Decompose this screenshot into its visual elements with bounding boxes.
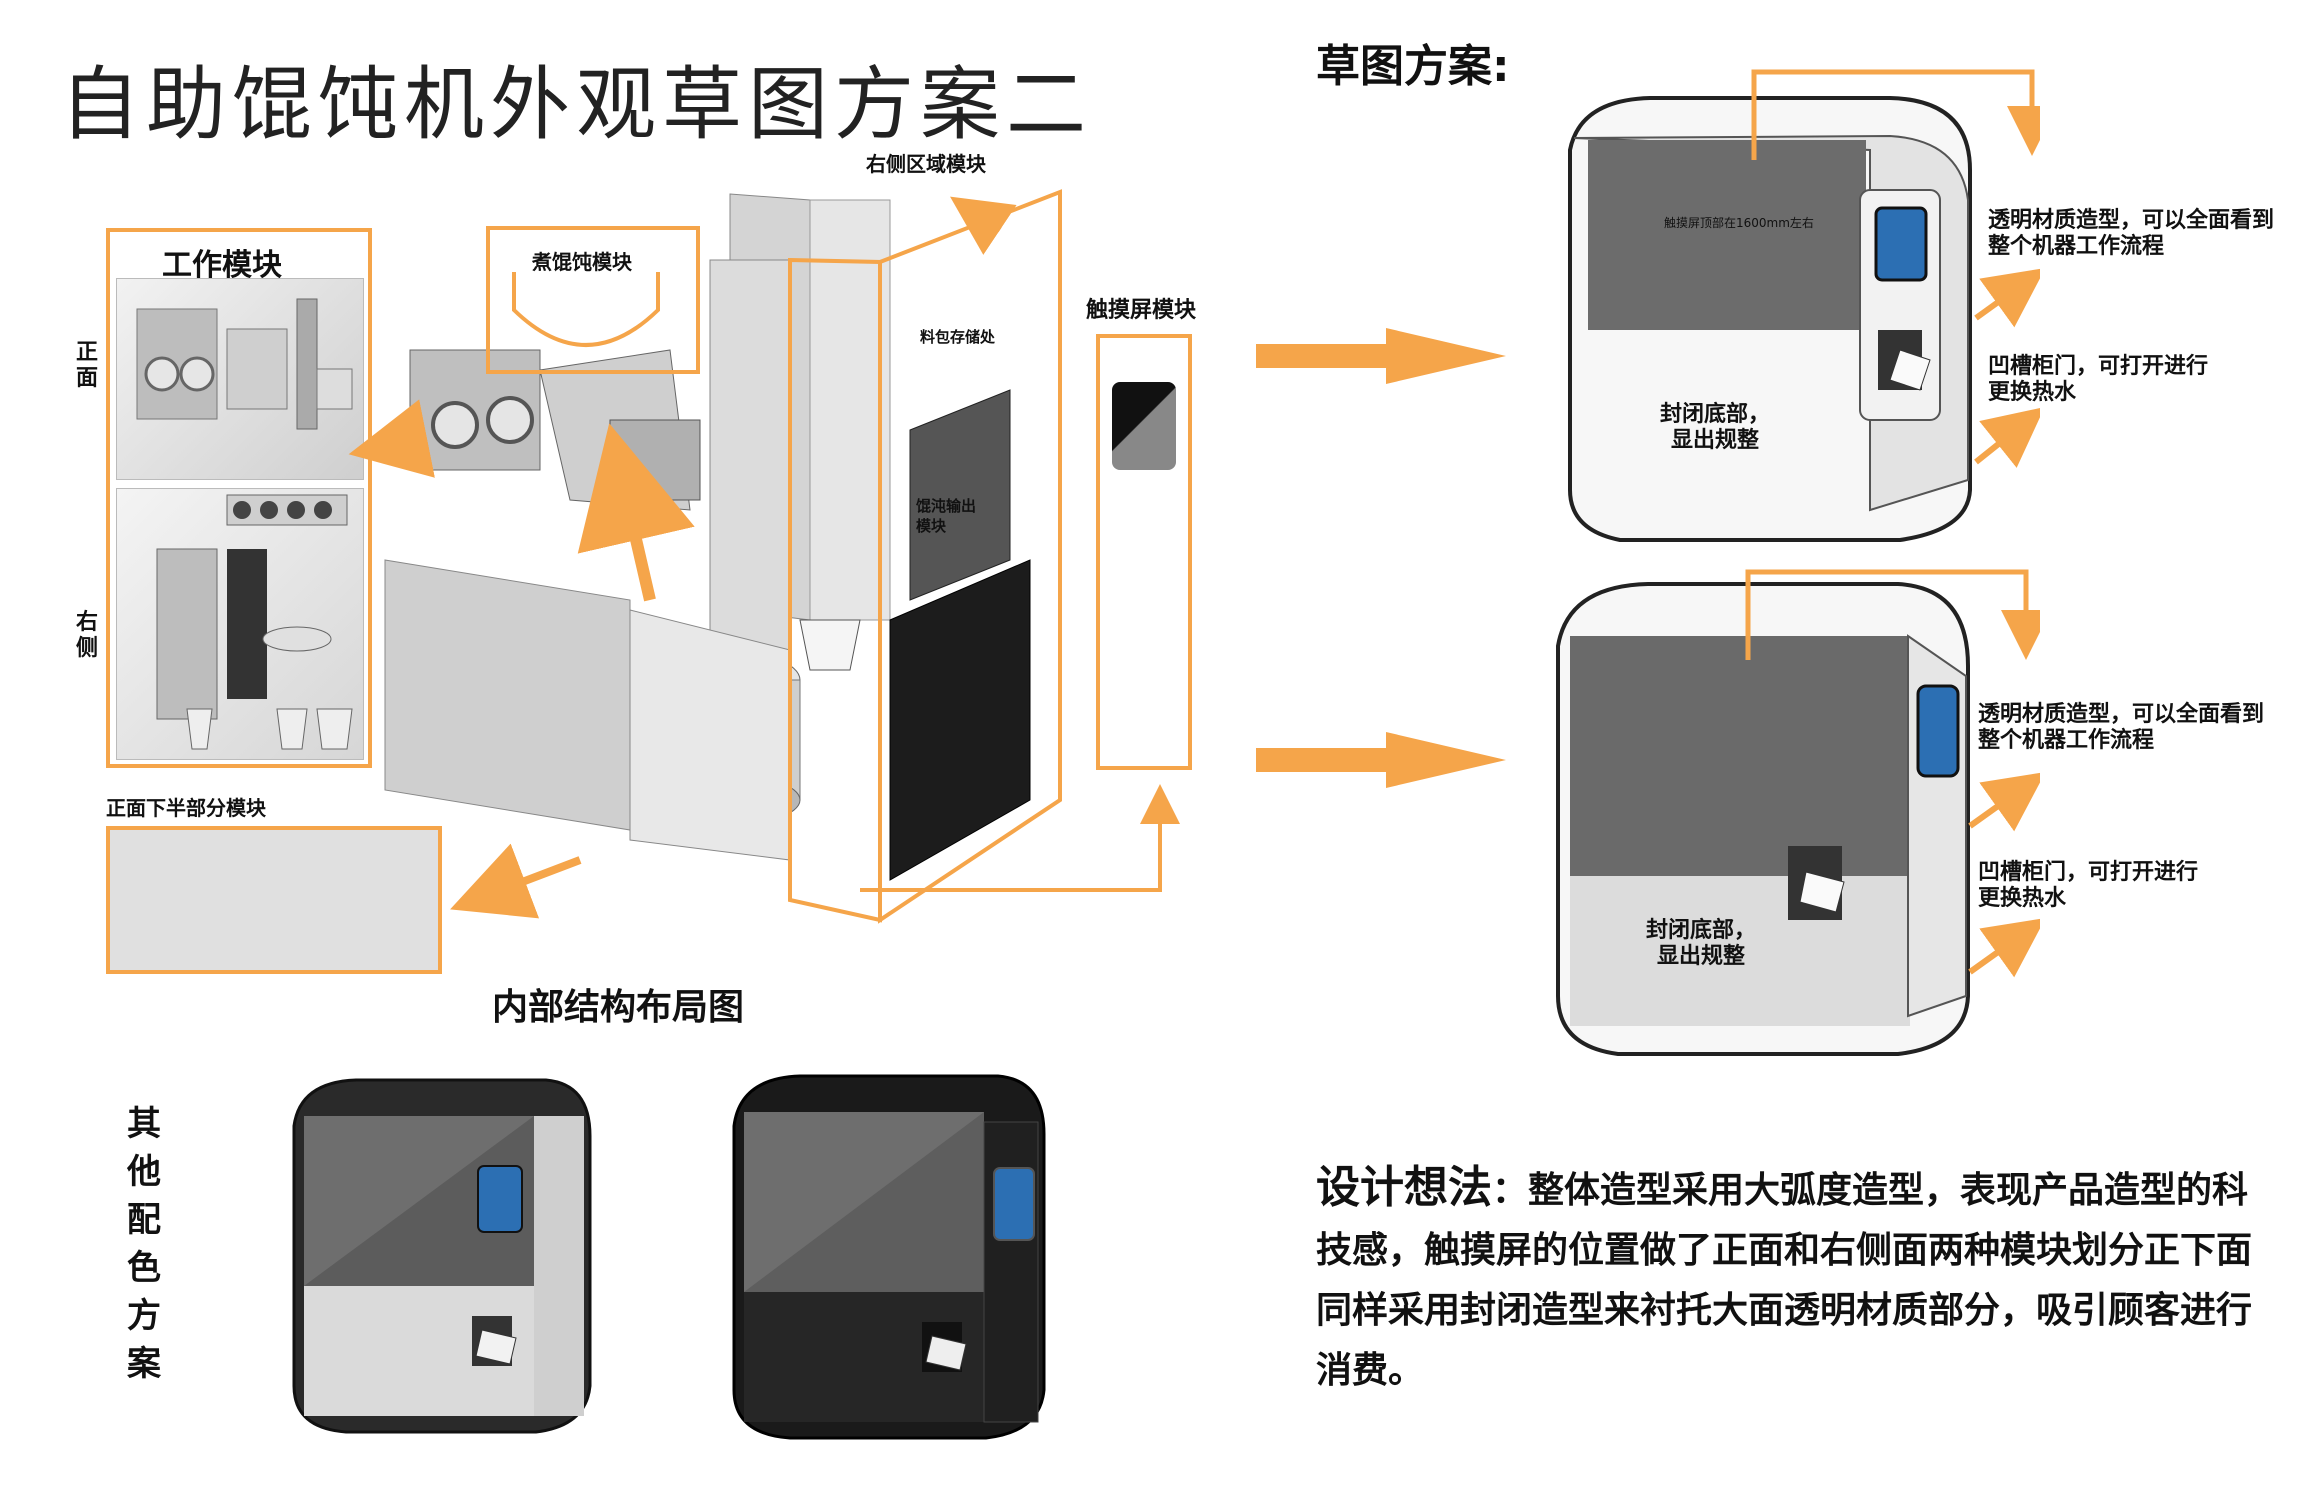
top-note-door: 凹槽柜门，可打开进行更换热水 [1988,354,2209,405]
wonton-output-label: 馄沌输出模块 [916,497,977,535]
sketch-top-machine [1568,96,1972,542]
colorways-char: 色 [127,1248,161,1288]
design-idea: 设计想法：整体造型采用大弧度造型，表现产品造型的科技感，触摸屏的位置做了正面和右… [1316,1158,2276,1401]
machine-right-drawing [156,494,353,750]
front-label: 正面 [76,340,99,391]
colorways-char: 其 [127,1104,161,1144]
cook-module-label: 煮馄饨模块 [532,250,632,274]
touchscreen-module-box [1096,334,1192,770]
touchscreen-module-screen [1112,382,1176,470]
proposal-arrows [1256,328,1506,788]
front-lower-module-label: 正面下半部分模块 [106,796,266,820]
layout-arrows [348,196,1180,919]
right-view-image [116,488,364,760]
top-note-transparent: 透明材质造型，可以全面看到整个机器工作流程 [1988,208,2275,259]
page-title: 自助馄饨机外观草图方案二 [60,58,1092,151]
layout-caption: 内部结构布局图 [492,987,745,1028]
colorway-gray-machine [292,1078,592,1434]
colorway-black-machine [732,1074,1046,1440]
colorways-char: 配 [127,1200,161,1240]
bottom-note-bottom: 封闭底部，显出规整 [1645,918,1756,969]
design-idea-body: ：整体造型采用大弧度造型，表现产品造型的科技感，触摸屏的位置做了正面和右侧面两种… [1316,1170,2253,1391]
sketch-heading: 草图方案: [1316,41,1510,92]
cook-module-bowl-outline [512,272,660,347]
work-module-box [106,228,372,768]
sketch-bottom-machine [1556,582,1970,1056]
right-label: 右侧 [76,610,99,661]
bottom-note-door: 凹槽柜门，可打开进行更换热水 [1978,860,2199,911]
work-module-label: 工作模块 [162,248,282,283]
colorways-char: 案 [127,1344,161,1384]
colorways-char: 方 [127,1296,161,1336]
design-idea-lead: 设计想法 [1316,1162,1492,1213]
front-lower-module-box [106,826,442,974]
front-view-image [116,278,364,480]
cook-module-box [486,226,700,374]
sketch-callout-arrows [1745,69,2040,978]
touchscreen-module-label: 触摸屏模块 [1086,298,1197,323]
machine-front-drawing [136,298,353,430]
bottom-note-transparent: 透明材质造型，可以全面看到整个机器工作流程 [1978,702,2265,753]
ingredient-storage-label: 料包存储处 [920,328,996,346]
colorways-char: 他 [127,1152,161,1192]
top-note-bottom: 封闭底部，显出规整 [1659,402,1770,453]
colorways-heading: 其 他 配 色 方 案 [124,1100,164,1388]
screen-height-note: 触摸屏顶部在1600mm左右 [1664,216,1814,230]
right-region-module-label: 右侧区域模块 [866,152,986,176]
